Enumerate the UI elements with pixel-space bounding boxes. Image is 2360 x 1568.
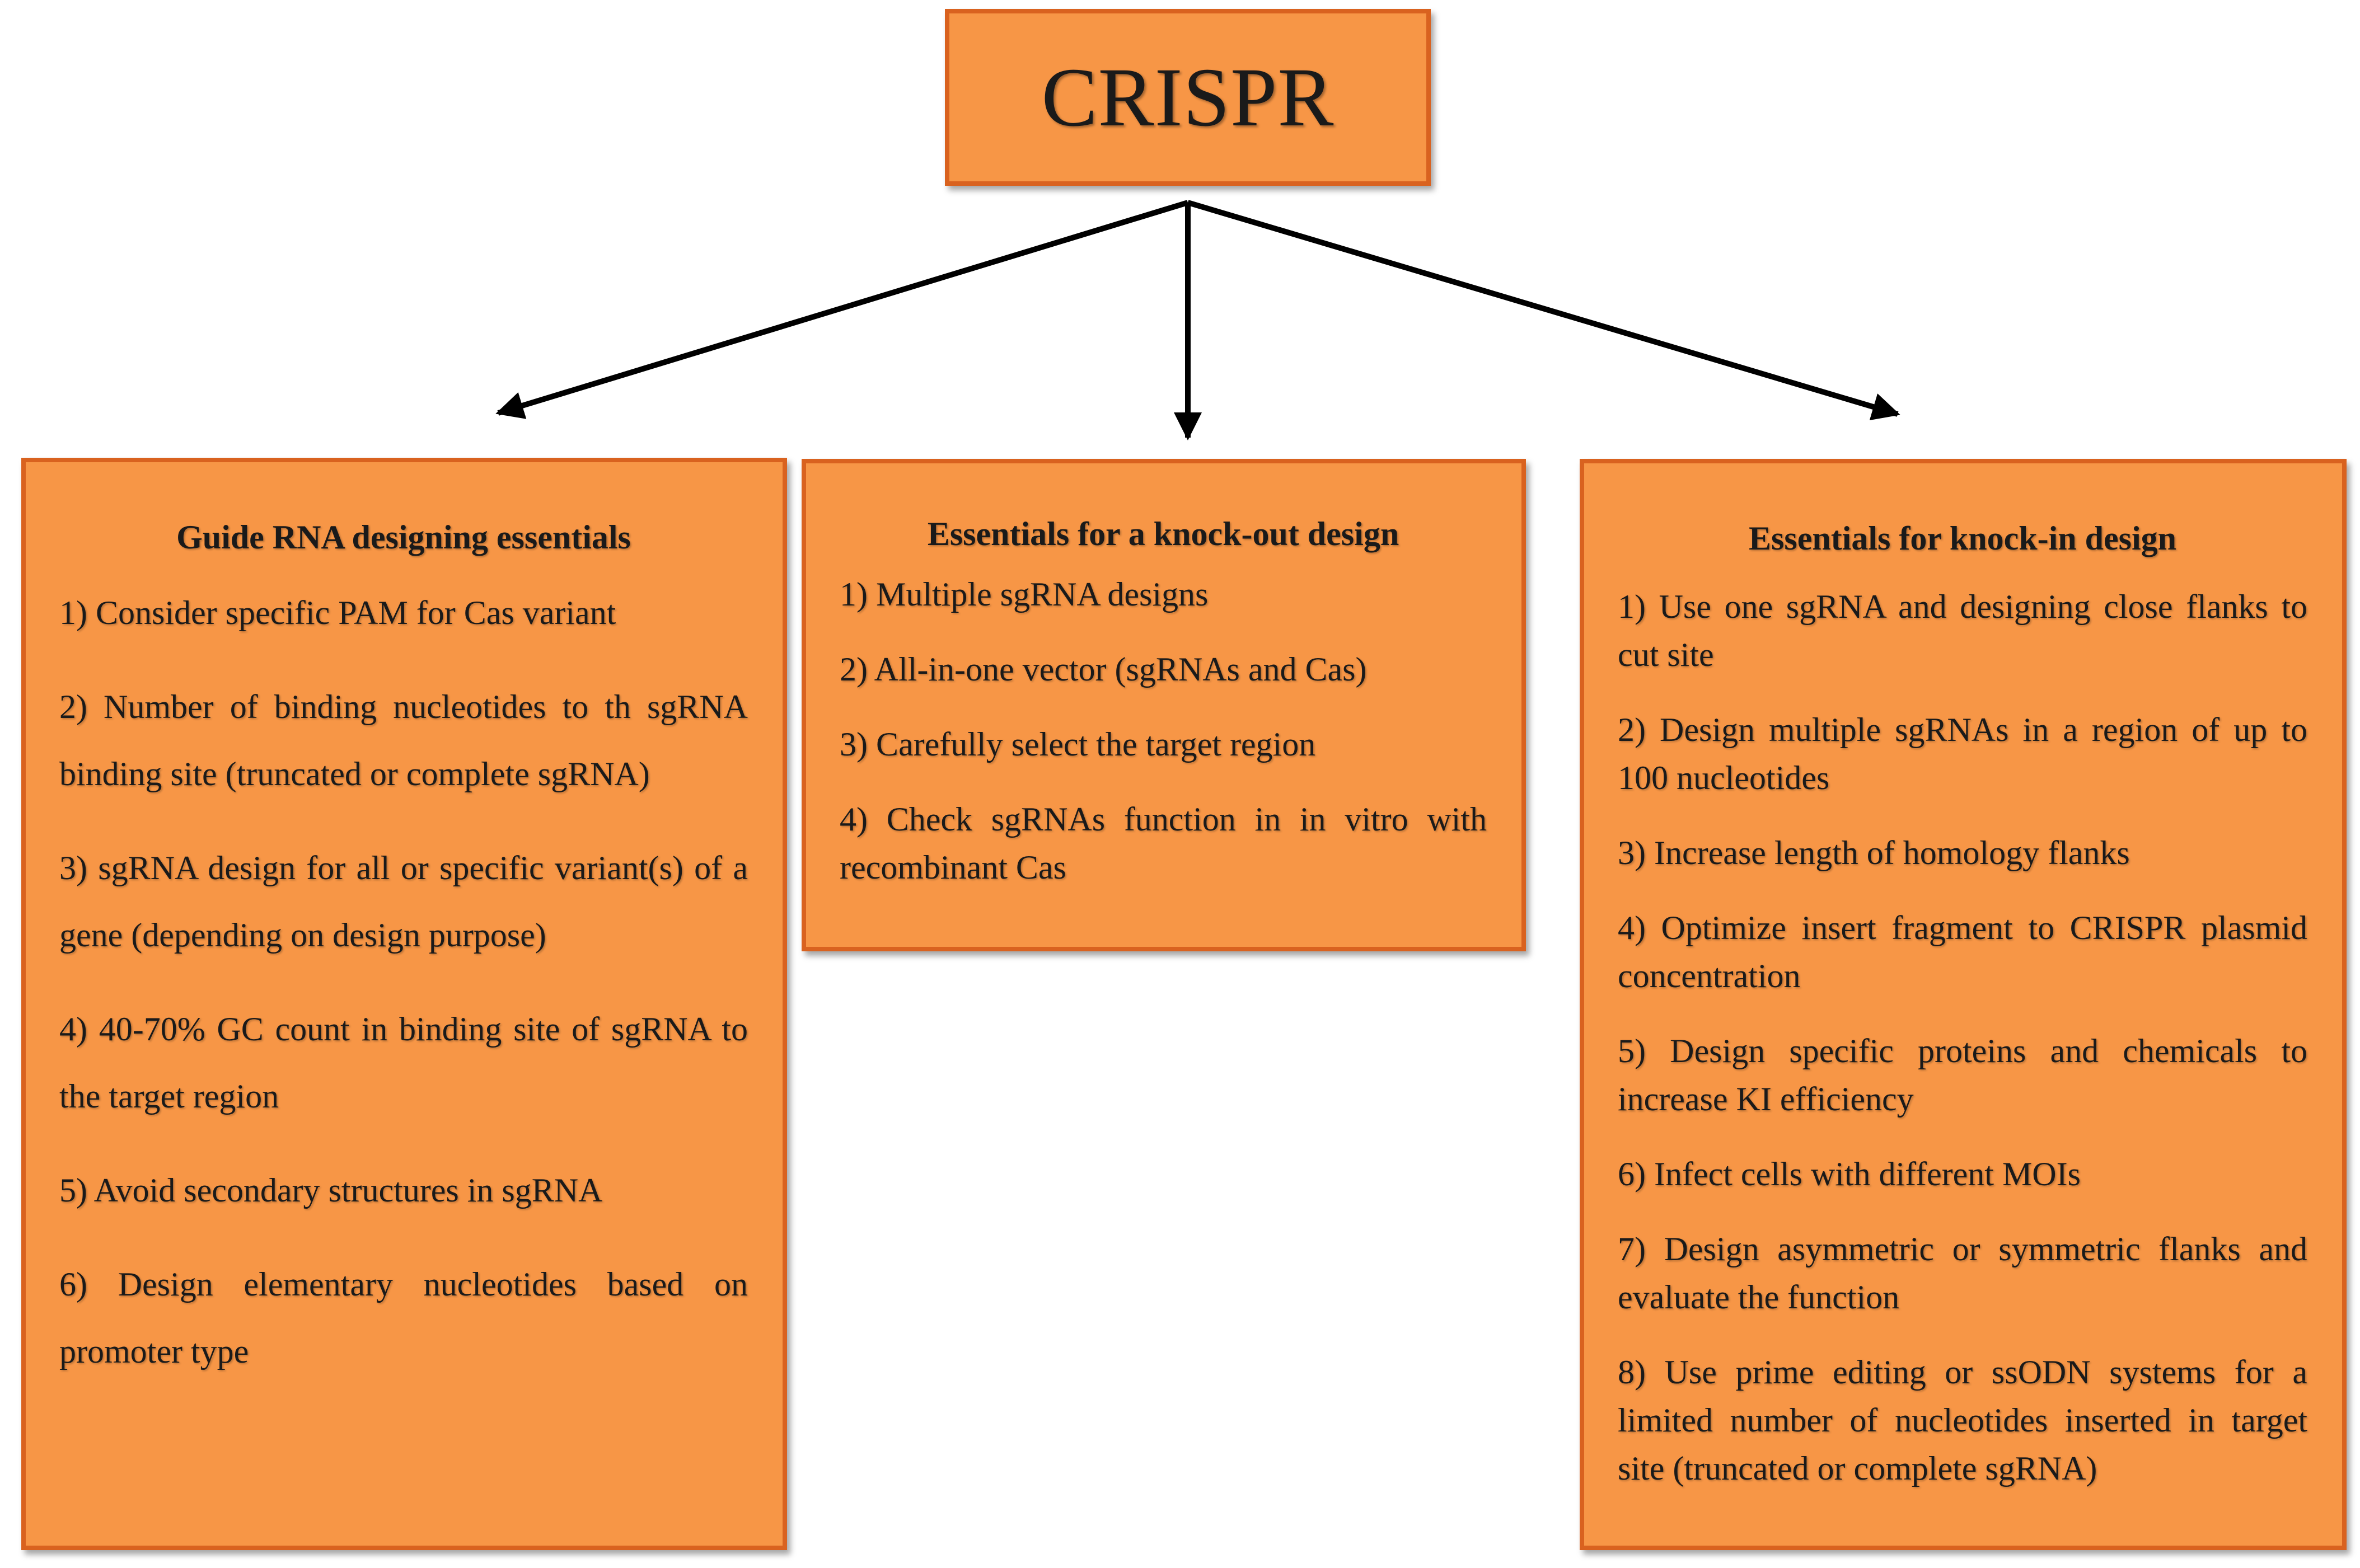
guide-rna-box: Guide RNA designing essentials 1) Consid… [21,458,787,1550]
guide-rna-item-1: 1) Consider specific PAM for Cas variant [59,594,616,631]
arrow-to-knock-in [1187,200,1900,421]
crispr-root-box: CRISPR [945,9,1431,186]
guide-rna-title: Guide RNA designing essentials [176,519,631,556]
knock-out-box: Essentials for a knock-out design 1) Mul… [802,459,1526,951]
knock-out-item-4: 4) Check sgRNAs function in in vitro wit… [840,801,1487,886]
knock-in-item-2: 2) Design multiple sgRNAs in a region of… [1618,711,2307,796]
knock-in-item-1: 1) Use one sgRNA and designing close fla… [1618,588,2307,673]
knock-out-title: Essentials for a knock-out design [927,515,1399,552]
knock-out-item-1: 1) Multiple sgRNA designs [840,576,1209,613]
knock-in-item-3: 3) Increase length of homology flanks [1618,834,2130,871]
knock-in-item-8: 8) Use prime editing or ssODN systems fo… [1618,1354,2307,1487]
guide-rna-item-5: 5) Avoid secondary structures in sgRNA [59,1172,603,1209]
arrow-to-guide-rna [495,200,1189,419]
knock-out-item-3: 3) Carefully select the target region [840,726,1316,763]
knock-in-title: Essentials for knock-in design [1748,520,2177,557]
knock-in-item-4: 4) Optimize insert fragment to CRISPR pl… [1618,909,2307,994]
knock-in-item-5: 5) Design specific proteins and chemical… [1618,1032,2307,1118]
guide-rna-item-3: 3) sgRNA design for all or specific vari… [59,849,748,954]
root-title: CRISPR [1041,51,1334,144]
knock-out-item-2: 2) All-in-one vector (sgRNAs and Cas) [840,651,1367,688]
knock-in-box: Essentials for knock-in design 1) Use on… [1580,459,2347,1550]
guide-rna-item-2: 2) Number of binding nucleotides to th s… [59,688,748,792]
guide-rna-item-4: 4) 40-70% GC count in binding site of sg… [59,1011,748,1115]
knock-in-item-6: 6) Infect cells with different MOIs [1618,1156,2081,1193]
knock-in-item-7: 7) Design asymmetric or symmetric flanks… [1618,1231,2307,1316]
guide-rna-item-6: 6) Design elementary nucleotides based o… [59,1266,748,1370]
